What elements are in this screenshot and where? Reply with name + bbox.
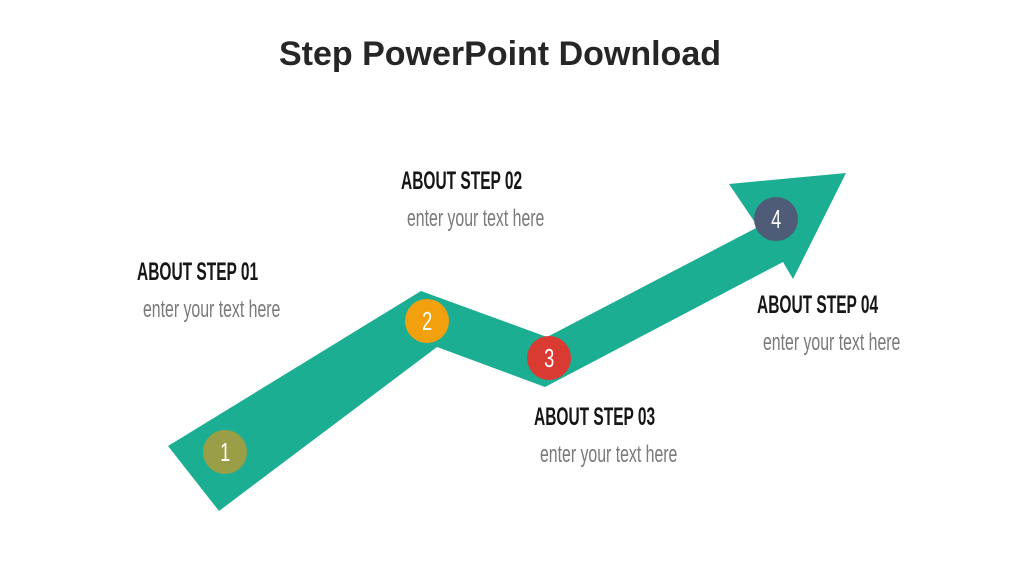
step-3-number: 3 — [543, 343, 555, 373]
step-3-title: ABOUT STEP 03 — [534, 403, 656, 431]
step-4-label-group: ABOUT STEP 04 enter your text here — [757, 293, 971, 355]
step-2-placeholder-text: enter your text here — [407, 205, 545, 232]
step-2-marker: 2 — [405, 299, 449, 343]
step-4-marker: 4 — [754, 197, 798, 241]
step-3-label-group: ABOUT STEP 03 enter your text here — [534, 405, 748, 467]
slide-title: Step PowerPoint Download — [278, 34, 722, 73]
step-3-placeholder-text: enter your text here — [540, 441, 678, 468]
zigzag-arrow-shape — [168, 173, 846, 511]
step-4-placeholder-text: enter your text here — [763, 329, 901, 356]
step-2-number: 2 — [421, 306, 433, 336]
step-3-marker: 3 — [527, 336, 571, 380]
step-1-number: 1 — [219, 437, 231, 467]
step-4-number: 4 — [770, 204, 782, 234]
step-2-title: ABOUT STEP 02 — [401, 167, 523, 195]
step-1-title: ABOUT STEP 01 — [137, 258, 259, 286]
step-4-title: ABOUT STEP 04 — [757, 291, 879, 319]
step-2-label-group: ABOUT STEP 02 enter your text here — [401, 169, 615, 231]
step-1-placeholder-text: enter your text here — [143, 296, 281, 323]
step-1-label-group: ABOUT STEP 01 enter your text here — [137, 260, 351, 322]
step-1-marker: 1 — [203, 430, 247, 474]
